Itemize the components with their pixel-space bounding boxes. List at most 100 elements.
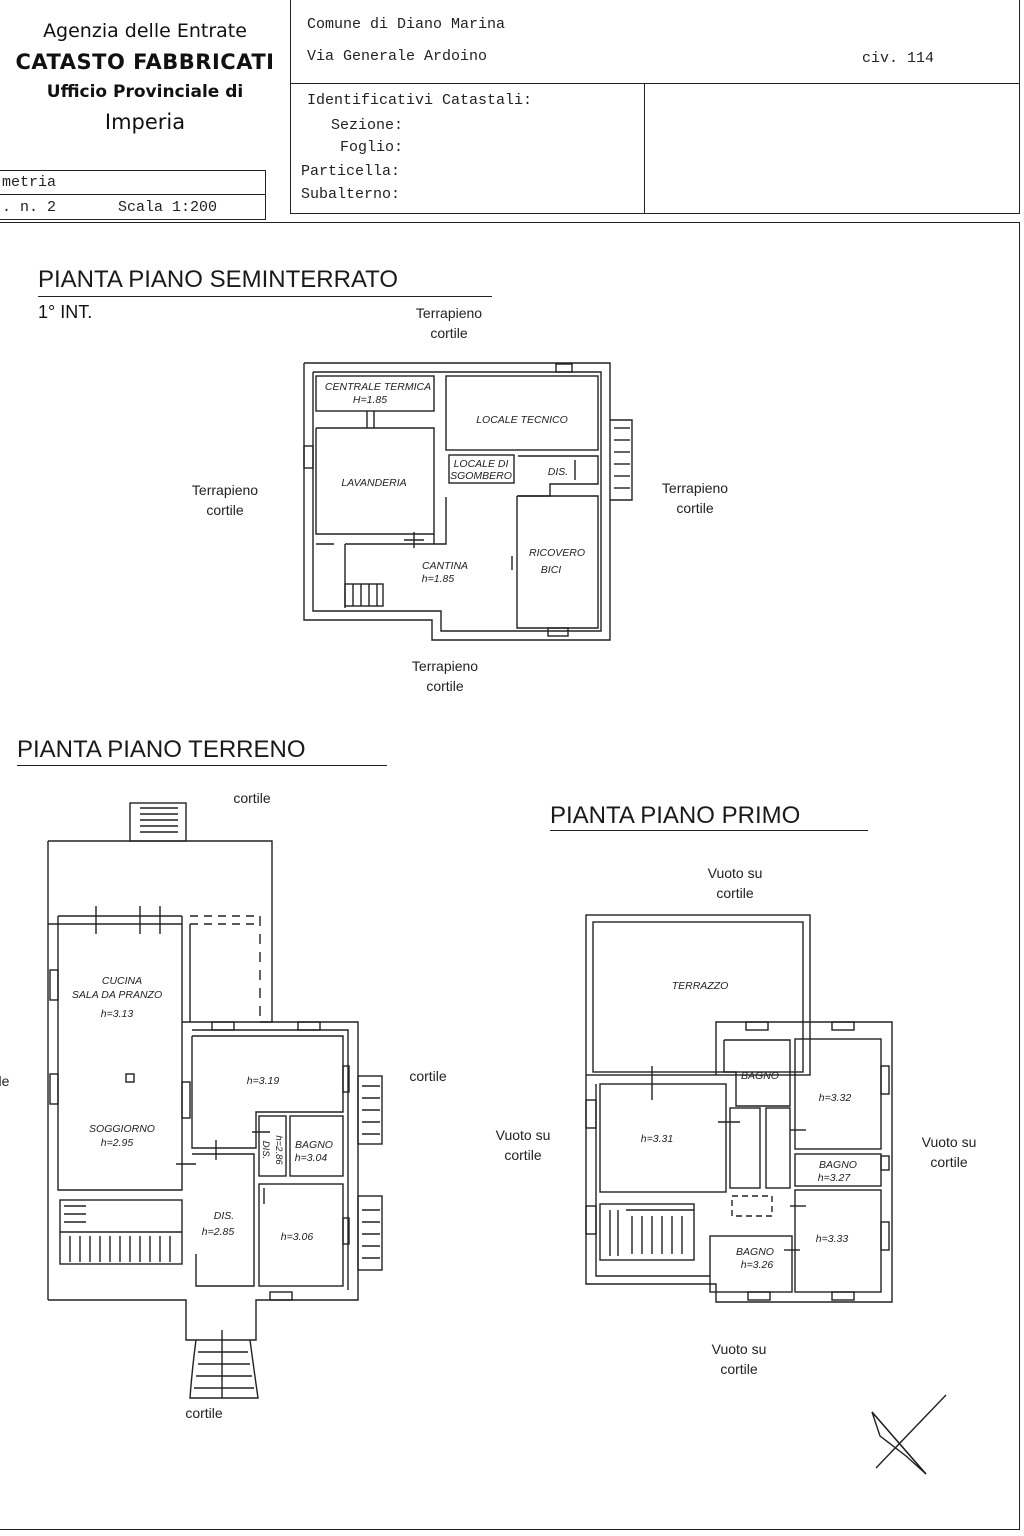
wall [192, 1029, 349, 1290]
room-h319: h=3.19 [247, 1075, 280, 1087]
window [211, 1021, 235, 1031]
cortile-left-partial: le [0, 1073, 10, 1089]
window [49, 1073, 59, 1105]
room-cucina-height: h=3.13 [101, 1008, 134, 1020]
room-sgombero-1: LOCALE DI [454, 458, 509, 470]
window [297, 1021, 321, 1031]
title-primo-underline [550, 830, 868, 831]
room-centrale-termica-height: H=1.85 [353, 394, 387, 406]
subtitle-interno: 1° INT. [38, 302, 93, 322]
doc-info-box [0, 170, 266, 220]
window [49, 969, 59, 1001]
terrazzo-outline [585, 914, 811, 1076]
wall [729, 1107, 761, 1189]
room-cucina: CUCINA [102, 975, 142, 987]
scale-label: Scala 1:200 [118, 199, 218, 216]
window [831, 1291, 855, 1301]
province-name: Imperia [104, 110, 186, 134]
room-cantina-height: h=1.85 [422, 573, 455, 585]
window [181, 1081, 191, 1119]
wall [723, 1039, 791, 1107]
wall [303, 362, 611, 641]
window [747, 1291, 771, 1301]
wall [434, 497, 447, 545]
foglio-label: Foglio: [340, 139, 404, 156]
room-dis: DIS. [548, 466, 568, 478]
wall [289, 1115, 344, 1177]
subalterno-label: Subalterno: [301, 186, 401, 203]
room-soggiorno-height: h=2.95 [101, 1137, 134, 1149]
wall [315, 375, 435, 412]
room-centrale-termica: CENTRALE TERMICA [325, 381, 431, 393]
room-bagno-top: BAGNO [741, 1070, 779, 1082]
window [880, 1065, 890, 1095]
room-bagno: BAGNO [295, 1139, 333, 1151]
window [303, 445, 314, 469]
wall [448, 454, 515, 484]
window [342, 1217, 350, 1245]
room-bagno-height: h=3.04 [295, 1152, 328, 1164]
room-ricovero-2: BICI [541, 564, 562, 576]
wall [599, 1083, 727, 1193]
cortile-bottom: cortile [185, 1405, 223, 1421]
title-seminterrato: PIANTA PIANO SEMINTERRATO [38, 266, 399, 293]
window [585, 1205, 597, 1235]
via: Via Generale Ardoino [307, 48, 488, 65]
civico: civ. 114 [862, 50, 935, 67]
window [555, 363, 573, 373]
particella-label: Particella: [301, 163, 401, 180]
catasto-fabbricati: CATASTO FABBRICATI [15, 50, 275, 74]
room-dis-small: DIS. [260, 1141, 271, 1159]
room-dis: DIS. [214, 1210, 234, 1222]
identificativi-title: Identificativi Catastali: [307, 92, 533, 109]
stair [599, 1203, 695, 1261]
room-dis-small-height: h=2.86 [273, 1135, 284, 1165]
sezione-label: Sezione: [331, 117, 404, 134]
room-bagno-mid: BAGNO [819, 1159, 857, 1171]
room-sgombero-2: SGOMBERO [450, 470, 512, 482]
cortile-top: cortile [233, 790, 271, 806]
room-bagno-bot-height: h=3.26 [741, 1259, 774, 1271]
room-h333: h=3.33 [816, 1233, 849, 1245]
room-soggiorno: SOGGIORNO [89, 1123, 155, 1135]
window [880, 1221, 890, 1251]
doc-info-divider [0, 194, 266, 195]
exterior-stair [357, 1075, 383, 1145]
cortile-right: cortile [409, 1068, 447, 1084]
title-terreno: PIANTA PIANO TERRENO [17, 736, 306, 763]
sheet-number: . n. 2 [2, 199, 57, 216]
room-h331: h=3.31 [641, 1133, 673, 1145]
window [831, 1021, 855, 1031]
wall [312, 371, 602, 632]
wall [48, 1021, 359, 1341]
wall [765, 1107, 791, 1189]
window [547, 627, 569, 637]
comune: Comune di Diano Marina [307, 16, 506, 33]
wall [192, 1153, 255, 1287]
wall [57, 916, 183, 1191]
room-cantina: CANTINA [422, 560, 468, 572]
room-terrazzo: TERRAZZO [672, 980, 729, 992]
room-bagno-bot: BAGNO [736, 1246, 774, 1258]
entry-stair [189, 1339, 259, 1399]
ufficio-provinciale: Ufficio Provinciale di [46, 82, 244, 102]
window [745, 1021, 769, 1031]
drawing-frame [0, 222, 1020, 1530]
title-primo: PIANTA PIANO PRIMO [550, 802, 801, 829]
exterior-stair [610, 419, 633, 501]
room-bagno-mid-height: h=3.27 [818, 1172, 852, 1184]
north-arrow-icon [871, 1394, 947, 1475]
window [585, 1099, 597, 1129]
wall [516, 495, 599, 629]
room-ricovero-1: RICOVERO [529, 547, 585, 559]
wall [258, 1115, 287, 1177]
window [342, 1065, 350, 1093]
identificativi-divider [644, 84, 645, 213]
room-h306: h=3.06 [281, 1231, 314, 1243]
